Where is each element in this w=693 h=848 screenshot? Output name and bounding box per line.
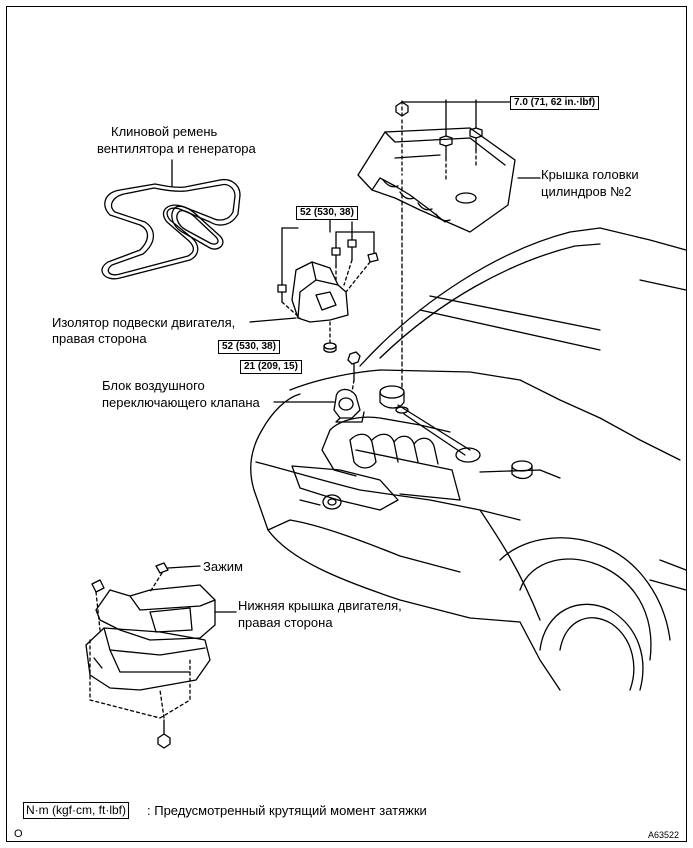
air-valve-label-line1: Блок воздушного (102, 378, 205, 393)
engine-mount-label-line2: правая сторона (52, 331, 147, 346)
footer-mark: O (14, 828, 23, 840)
drive-belt-label-line2: вентилятора и генератора (97, 141, 256, 156)
car-body-illustration (250, 227, 687, 691)
air-valve-label-line2: переключающего клапана (102, 395, 260, 410)
figure-code: A63522 (648, 830, 680, 840)
torque-mount-bottom-box: 52 (530, 38) (218, 340, 280, 354)
diagram-frame (6, 6, 687, 842)
torque-units-legend-box: N·m (kgf·cm, ft·lbf) (23, 802, 129, 819)
torque-valve-box: 21 (209, 15) (240, 360, 302, 374)
engine-under-cover-illustration (85, 562, 237, 749)
drive-belt-illustration (101, 159, 241, 280)
under-cover-label-line2: правая сторона (238, 615, 333, 630)
engine-mount-label-line1: Изолятор подвески двигателя, (52, 315, 236, 330)
under-cover-label-line1: Нижняя крышка двигателя, (238, 598, 402, 613)
torque-cover-box: 7.0 (71, 62 in.·lbf) (510, 96, 600, 110)
engine-mount-illustration (249, 217, 379, 353)
torque-mount-top-box: 52 (530, 38) (296, 206, 358, 220)
cylinder-head-cover-label-line2: цилиндров №2 (541, 184, 632, 199)
cylinder-head-cover-label-line1: Крышка головки (541, 167, 639, 182)
cylinder-head-cover-illustration (357, 99, 541, 233)
drive-belt-label-line1: Клиновой ремень (111, 124, 218, 139)
torque-legend-text: : Предусмотренный крутящий момент затяжк… (147, 803, 427, 818)
clip-label: Зажим (203, 559, 243, 574)
